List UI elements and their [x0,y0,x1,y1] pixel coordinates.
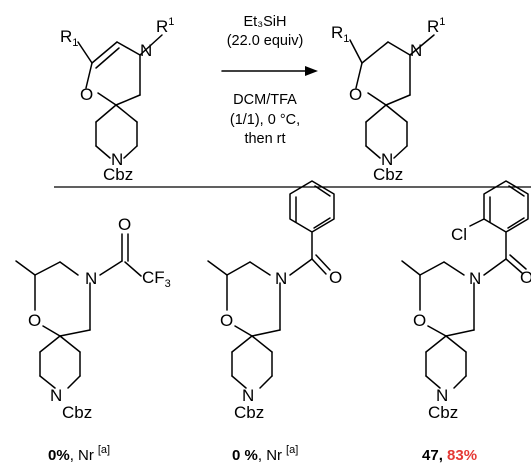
product-ring-nitrogen-label: N [410,41,422,60]
product-cbz-label: Cbz [373,165,403,184]
compound-3-piperidine-nitrogen: N [436,386,448,405]
ring-nitrogen-label: N [140,41,152,60]
compound-3-ring-nitrogen: N [469,269,481,288]
compound-2-skeleton [207,180,335,389]
compound-1-ring-oxygen: O [28,311,41,330]
compound-3-skeleton [401,180,529,389]
compound-3-carbonyl-oxygen: O [520,268,531,287]
piperidine-nitrogen-label: N [111,150,123,169]
reagent-line-2: (22.0 equiv) [227,33,304,49]
cbz-label: Cbz [103,165,133,184]
compound-1-carbonyl-oxygen: O [118,215,131,234]
compound-1-cbz: Cbz [62,403,92,422]
ratio-temperature-label: (1/1), 0 °C, [230,112,300,128]
solvent-label: DCM/TFA [233,92,297,108]
compound-1-skeleton [15,233,142,389]
ring-oxygen-label: O [80,85,93,104]
product-piperidine-nitrogen-label: N [381,150,393,169]
compound-2-ring-oxygen: O [220,311,233,330]
product-substituent-r-right: R1 [427,16,445,36]
product-skeleton [349,34,435,159]
substituent-r-left: R1 [60,27,78,49]
starting-material-skeleton [60,20,180,180]
compound-3-ring-oxygen: O [413,311,426,330]
compound-3-yield: 47, 83% [422,447,477,464]
reagent-line-1: Et₃SiH [244,14,287,30]
compound-1-yield: 0%, Nr[a] [48,444,110,464]
substituent-r-right: R1 [156,16,174,36]
compound-2-yield: 0 %, Nr[a] [232,444,298,464]
compound-3-chloro-label: Cl [451,225,467,244]
product-substituent-r-left: R1 [331,23,349,45]
product-ring-oxygen-label: O [349,85,362,104]
compound-2-piperidine-nitrogen: N [242,386,254,405]
compound-2-cbz: Cbz [234,403,264,422]
compound-1-ring-nitrogen: N [85,269,97,288]
compound-1-piperidine-nitrogen: N [50,386,62,405]
compound-2-ring-nitrogen: N [275,269,287,288]
then-label: then rt [244,131,285,147]
reaction-arrow [221,66,318,76]
compound-3-cbz: Cbz [428,403,458,422]
compound-2-carbonyl-oxygen: O [329,268,342,287]
compound-1-cf3-label: CF3 [142,268,171,290]
